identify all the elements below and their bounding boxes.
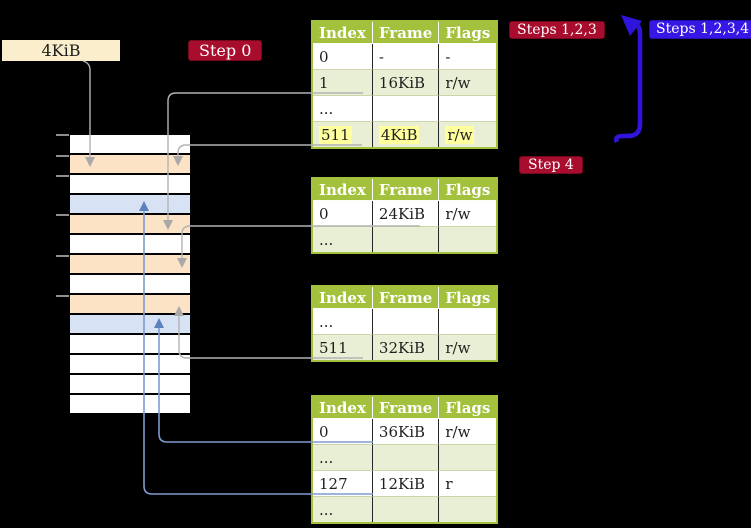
cell-index: ... (313, 309, 373, 335)
cell-flags (439, 497, 497, 522)
header-flags: Flags (439, 397, 497, 419)
page-table-level3: Index Frame Flags 0 24KiB r/w ... (311, 177, 499, 254)
cell-index: 0 (313, 419, 373, 445)
header-index: Index (313, 397, 373, 419)
table-header-row: Index Frame Flags (313, 287, 497, 309)
header-index: Index (313, 22, 373, 44)
cell-flags (439, 227, 497, 252)
cell-flags (439, 445, 497, 471)
cell-flags: r/w (439, 419, 497, 445)
memory-row-10 (70, 335, 190, 353)
cell-frame: - (372, 44, 440, 70)
table-header-row: Index Frame Flags (313, 179, 497, 201)
memory-row-11 (70, 355, 190, 373)
cell-frame (372, 96, 440, 122)
table-header-row: Index Frame Flags (313, 22, 497, 44)
table-row: 511 32KiB r/w (313, 335, 497, 360)
badge-steps-1-2-3-4: Steps 1,2,3,4 (649, 20, 751, 39)
table-header-row: Index Frame Flags (313, 397, 497, 419)
badge-step-4: Step 4 (519, 156, 583, 174)
memory-row-6 (70, 255, 190, 273)
page-table-level4: Index Frame Flags 0 - - 1 16KiB r/w ... … (311, 20, 499, 149)
cell-frame: 24KiB (372, 201, 440, 227)
cell-index: ... (313, 96, 373, 122)
cell-flags: r (439, 471, 497, 497)
table-row: ... (313, 96, 497, 122)
memory-tick (56, 255, 69, 257)
cell-flags: r/w (439, 70, 497, 96)
memory-row-5 (70, 235, 190, 253)
cell-flags: r/w (439, 335, 497, 360)
memory-row-7 (70, 275, 190, 293)
cell-frame (372, 309, 440, 335)
memory-row-3 (70, 195, 190, 213)
memory-row-9 (70, 315, 190, 333)
table-row: 0 36KiB r/w (313, 419, 497, 445)
cell-frame: 4KiB (372, 122, 440, 147)
cell-index: ... (313, 497, 373, 522)
memory-tick (56, 214, 69, 216)
memory-row-0 (70, 135, 190, 153)
cell-index: 127 (313, 471, 373, 497)
memory-row-8 (70, 295, 190, 313)
header-index: Index (313, 179, 373, 201)
table-row: 0 - - (313, 44, 497, 70)
table-row: ... (313, 497, 497, 522)
table-row-highlighted: 511 4KiB r/w (313, 122, 497, 147)
cell-frame: 16KiB (372, 70, 440, 96)
cell-index: 0 (313, 201, 373, 227)
cell-flags: r/w (439, 122, 497, 147)
recursive-loop-arrowhead-icon (621, 15, 642, 36)
memory-tick (56, 155, 69, 157)
badge-step-0: Step 0 (188, 40, 263, 61)
header-index: Index (313, 287, 373, 309)
cell-index: 0 (313, 44, 373, 70)
cell-index: 511 (313, 335, 373, 360)
table-row: ... (313, 445, 497, 471)
cell-frame (372, 445, 440, 471)
header-flags: Flags (439, 179, 497, 201)
cell-index: ... (313, 445, 373, 471)
memory-row-2 (70, 175, 190, 193)
cell-frame: 32KiB (372, 335, 440, 360)
cell-frame (372, 227, 440, 252)
header-flags: Flags (439, 22, 497, 44)
table-row: ... (313, 309, 497, 335)
memory-row-1 (70, 155, 190, 173)
cell-flags (439, 96, 497, 122)
cell-index: 1 (313, 70, 373, 96)
cell-index: 511 (313, 122, 373, 147)
memory-tick (56, 295, 69, 297)
header-frame: Frame (372, 397, 440, 419)
header-flags: Flags (439, 287, 497, 309)
header-frame: Frame (372, 22, 440, 44)
badge-steps-1-2-3: Steps 1,2,3 (509, 21, 605, 39)
cell-frame (372, 497, 440, 522)
physical-memory-column (70, 135, 190, 415)
memory-row-12 (70, 375, 190, 393)
table-row: 127 12KiB r (313, 471, 497, 497)
header-frame: Frame (372, 179, 440, 201)
memory-tick (56, 134, 69, 136)
cell-index: ... (313, 227, 373, 252)
cell-frame: 12KiB (372, 471, 440, 497)
cell-flags: - (439, 44, 497, 70)
memory-tick (56, 175, 69, 177)
memory-row-4 (70, 215, 190, 233)
table-row: 0 24KiB r/w (313, 201, 497, 227)
page-table-level1: Index Frame Flags 0 36KiB r/w ... 127 12… (311, 395, 499, 524)
cell-flags: r/w (439, 201, 497, 227)
memory-row-13 (70, 395, 190, 413)
frame-size-label: 4KiB (2, 40, 120, 61)
cell-flags (439, 309, 497, 335)
cell-frame: 36KiB (372, 419, 440, 445)
table-row: 1 16KiB r/w (313, 70, 497, 96)
page-table-level2: Index Frame Flags ... 511 32KiB r/w (311, 285, 499, 362)
recursive-loop-arrow (613, 21, 643, 144)
table-row: ... (313, 227, 497, 252)
header-frame: Frame (372, 287, 440, 309)
